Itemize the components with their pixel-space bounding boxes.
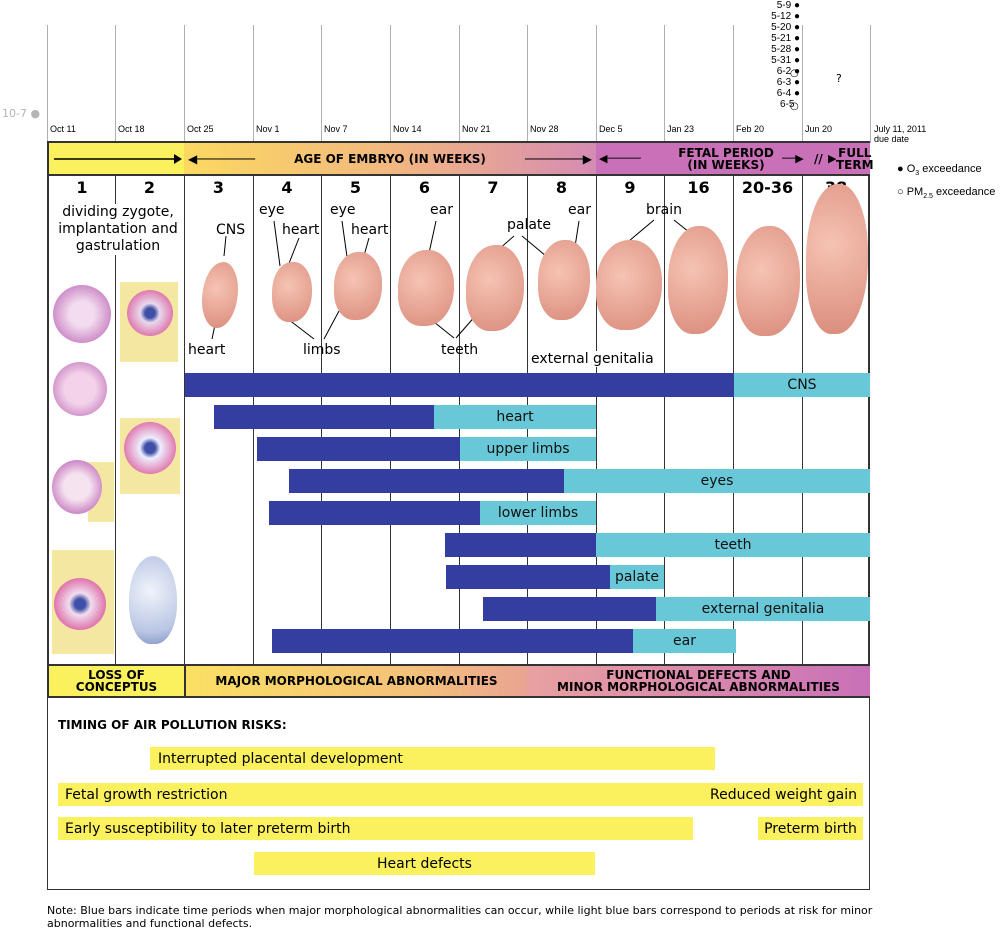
date-label: Jun 20 bbox=[805, 124, 833, 134]
label-cns: CNS bbox=[216, 222, 246, 238]
header-divider bbox=[49, 174, 870, 176]
bar-minor-ear: ear bbox=[633, 629, 736, 653]
date-label: Oct 18 bbox=[118, 124, 145, 134]
date-label: Jan 23 bbox=[667, 124, 695, 134]
arrow-right-icon: ────────▶ bbox=[524, 151, 592, 166]
header-age-embryo: ◀──────── AGE OF EMBRYO (IN WEEKS) ─────… bbox=[184, 143, 596, 174]
week-label: 20-36 bbox=[741, 178, 794, 197]
bar-minor-cns: CNS bbox=[734, 373, 870, 397]
week-label: 4 bbox=[281, 178, 293, 197]
chart-frame bbox=[47, 141, 870, 698]
legend-o3: ● O3 exceedance bbox=[897, 163, 982, 178]
week-label: 1 bbox=[76, 178, 88, 197]
bar-major bbox=[269, 501, 480, 525]
bar-major bbox=[185, 373, 734, 397]
band-major-abnormalities: MAJOR MORPHOLOGICAL ABNORMALITIES bbox=[186, 666, 527, 696]
label-eye: eye bbox=[330, 202, 356, 218]
bar-major bbox=[272, 629, 633, 653]
label-limbs: limbs bbox=[303, 342, 341, 358]
label-eye: eye bbox=[259, 202, 285, 218]
arrow-left-icon: ◀───── bbox=[599, 151, 641, 165]
date-label: Nov 7 bbox=[324, 124, 348, 134]
date-label: Nov 21 bbox=[462, 124, 491, 134]
week-label: 2 bbox=[143, 178, 156, 197]
bar-minor-teeth: teeth bbox=[596, 533, 870, 557]
arrow-right-icon: ▶ bbox=[828, 151, 837, 165]
risk-placental-development: Interrupted placental development bbox=[150, 747, 715, 770]
label-teeth: teeth bbox=[441, 342, 479, 358]
date-label: Dec 5 bbox=[599, 124, 623, 134]
label-ear: ear bbox=[568, 202, 591, 218]
legend-pm: ○ PM2.5 exceedance bbox=[897, 186, 996, 201]
risk-preterm-birth: Preterm birth bbox=[758, 817, 863, 840]
week-label: 6 bbox=[418, 178, 431, 197]
exceedance-list: 5-9 ● 5-12 ● 5-20 ● 5-21 ● 5-28 ● 5-31 ●… bbox=[771, 0, 800, 110]
bar-minor-palate: palate bbox=[610, 565, 664, 589]
label-palate: palate bbox=[507, 217, 552, 233]
week-label: 5 bbox=[349, 178, 362, 197]
risks-panel bbox=[47, 698, 870, 890]
footer-divider bbox=[49, 664, 870, 666]
pm-exceedance-marker: ○ bbox=[790, 68, 799, 79]
bar-minor-lower-limbs: lower limbs bbox=[480, 501, 596, 525]
bar-major bbox=[257, 437, 460, 461]
bar-minor-heart: heart bbox=[434, 405, 596, 429]
break-mark: // bbox=[814, 151, 823, 166]
side-marker: 10-7 ● bbox=[2, 107, 41, 120]
label-external-genitalia: external genitalia bbox=[531, 351, 654, 367]
risk-reduced-weight-gain: Reduced weight gain bbox=[710, 786, 857, 803]
arrow-left-icon: ◀──────── bbox=[188, 151, 256, 166]
risks-title: TIMING OF AIR POLLUTION RISKS: bbox=[58, 718, 287, 732]
date-label: Oct 11 bbox=[50, 124, 76, 134]
date-label: Nov 14 bbox=[393, 124, 422, 134]
week-label: 3 bbox=[212, 178, 225, 197]
date-label: Nov 28 bbox=[530, 124, 559, 134]
band-divider bbox=[184, 666, 186, 696]
date-label: Feb 20 bbox=[736, 124, 765, 134]
label-heart: heart bbox=[351, 222, 389, 238]
label-heart: heart bbox=[188, 342, 226, 358]
label-ear: ear bbox=[430, 202, 453, 218]
bar-major bbox=[445, 533, 596, 557]
bar-minor-external-genitalia: external genitalia bbox=[656, 597, 870, 621]
pm-exceedance-marker: ○ bbox=[790, 101, 799, 112]
legend: ● O3 exceedance ○ PM2.5 exceedance bbox=[897, 160, 995, 206]
due-date-label: July 11, 2011 due date bbox=[874, 124, 927, 144]
risk-heart-defects: Heart defects bbox=[254, 852, 595, 875]
bar-minor-upper-limbs: upper limbs bbox=[460, 437, 596, 461]
bar-major bbox=[289, 469, 564, 493]
bar-major bbox=[214, 405, 434, 429]
bar-major bbox=[446, 565, 610, 589]
week-label: 7 bbox=[487, 178, 499, 197]
question-mark: ? bbox=[836, 72, 842, 85]
week-label: 9 bbox=[624, 178, 636, 197]
risk-fetal-growth: Fetal growth restriction Reduced weight … bbox=[58, 783, 863, 806]
week-label: 16 bbox=[687, 178, 710, 197]
header-band-yellow bbox=[49, 143, 184, 174]
footnote: Note: Blue bars indicate time periods wh… bbox=[47, 904, 873, 930]
risk-early-preterm: Early susceptibility to later preterm bi… bbox=[58, 817, 693, 840]
label-heart: heart bbox=[282, 222, 320, 238]
date-label: Oct 25 bbox=[187, 124, 214, 134]
bar-major bbox=[483, 597, 656, 621]
date-label: Nov 1 bbox=[256, 124, 280, 134]
arrow-right-icon bbox=[53, 153, 182, 164]
arrow-right-icon: ──▶ bbox=[782, 151, 804, 165]
week-label: 8 bbox=[555, 178, 568, 197]
label-brain: brain bbox=[646, 202, 682, 218]
bar-minor-eyes: eyes bbox=[564, 469, 870, 493]
header-fetal-period: ◀───── FETAL PERIOD(IN WEEKS) ──▶ // ▶ F… bbox=[596, 143, 874, 174]
col1-description: dividing zygote, implantation and gastru… bbox=[52, 204, 184, 255]
